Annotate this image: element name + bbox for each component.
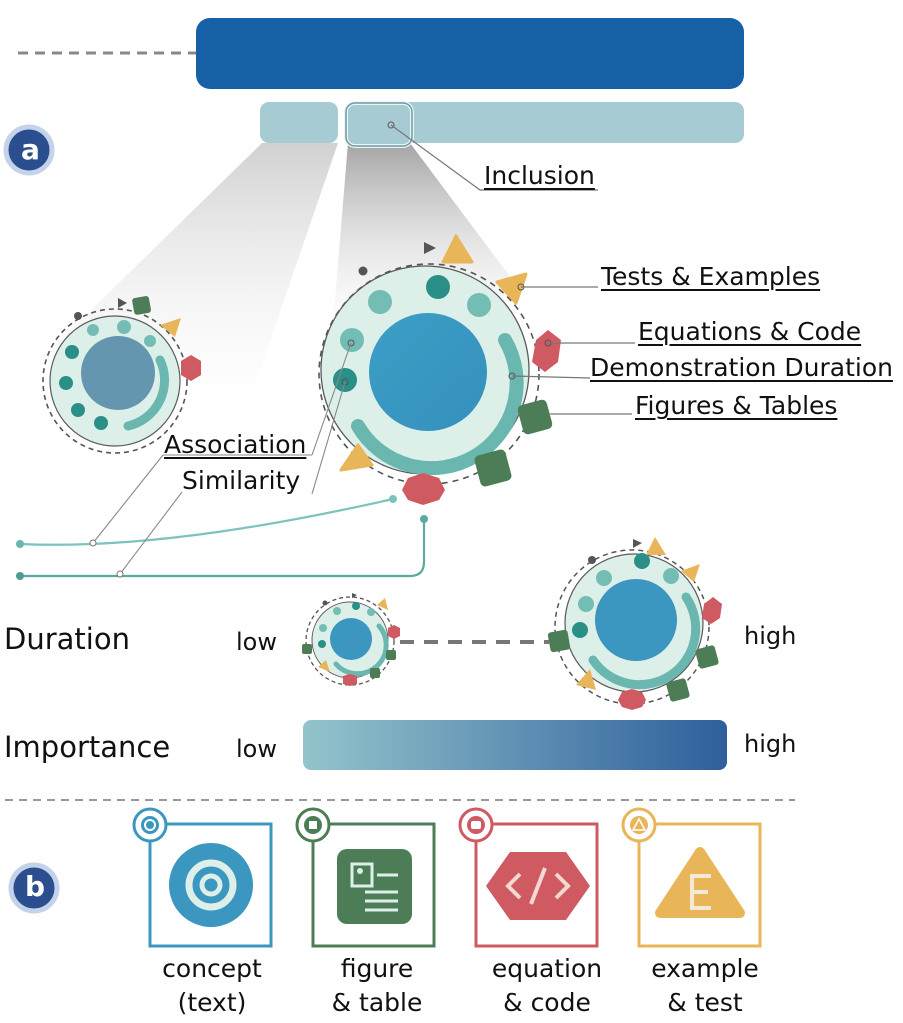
legend-concept — [132, 807, 273, 948]
legend-code — [458, 807, 599, 948]
equations-code-label: Equations & Code — [638, 317, 862, 346]
importance-title: Importance — [4, 730, 171, 764]
badge-b — [8, 862, 60, 914]
duration-title: Duration — [4, 622, 130, 656]
legend-example-label: example & test — [640, 952, 770, 1020]
figures-tables-label: Figures & Tables — [635, 391, 838, 420]
importance-gradient-bar — [303, 720, 727, 770]
legend-concept-line2: (text) — [177, 987, 247, 1017]
tests-examples-label: Tests & Examples — [601, 262, 821, 291]
duration-high: high — [744, 622, 797, 650]
similarity-link — [20, 520, 426, 578]
inclusion-label: Inclusion — [484, 161, 595, 190]
figure-table-icon — [337, 849, 412, 924]
glyph-duration-low — [302, 593, 400, 686]
association-label: Association — [164, 430, 307, 459]
timeline-segment-3 — [400, 102, 744, 143]
association-link — [19, 497, 394, 546]
concept-icon — [169, 843, 253, 927]
timeline-segment-1 — [260, 102, 338, 143]
demonstration-duration-label: Demonstration Duration — [590, 353, 893, 382]
badge-a — [3, 124, 55, 176]
header-bar — [196, 18, 744, 89]
legend-example-line1: example — [651, 954, 759, 983]
timeline-segment-selected — [344, 101, 414, 148]
badge-b-label: b — [25, 870, 46, 903]
example-test-icon — [655, 847, 745, 918]
legend-example — [621, 807, 762, 948]
duration-ring — [351, 333, 524, 476]
legend-code-line2: & code — [503, 987, 591, 1017]
legend-code-line1: equation — [491, 954, 603, 983]
glyph-small-left — [42, 296, 201, 454]
legend-figure — [295, 807, 436, 948]
legend-figure-line1: figure — [340, 954, 414, 983]
glyph-duration-high — [547, 537, 722, 710]
legend-code-label: equation & code — [482, 952, 612, 1020]
glyph-large-center — [318, 234, 561, 505]
concept-center — [369, 313, 487, 431]
legend-figure-line2: & table — [331, 987, 423, 1017]
legend-figure-label: figure & table — [312, 952, 442, 1020]
legend-example-line2: & test — [667, 987, 743, 1017]
similarity-label: Similarity — [182, 466, 301, 495]
badge-a-label: a — [21, 133, 40, 166]
duration-low: low — [236, 628, 277, 656]
legend-concept-label: concept (text) — [150, 952, 274, 1020]
inclusion-leader — [390, 124, 598, 191]
legend-concept-line1: concept — [162, 954, 262, 983]
importance-low: low — [236, 735, 277, 763]
importance-high: high — [744, 730, 797, 758]
